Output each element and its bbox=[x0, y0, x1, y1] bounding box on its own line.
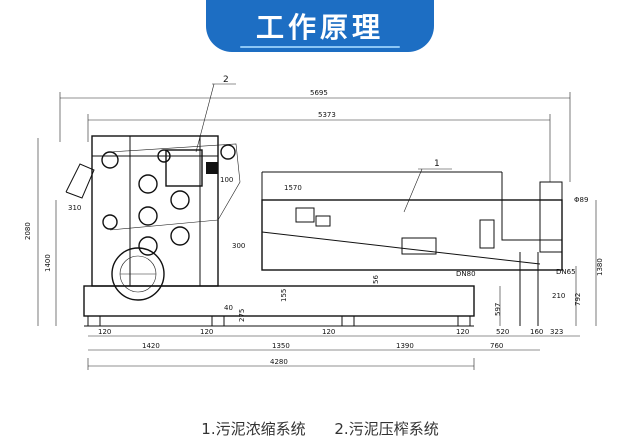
dim-dn65: DN65 bbox=[556, 268, 576, 276]
caption: 1.污泥浓缩系统 2.污泥压榨系统 bbox=[0, 418, 640, 439]
dim-1570: 1570 bbox=[284, 184, 302, 192]
dim-c2: 1350 bbox=[272, 342, 290, 350]
roller-3 bbox=[138, 206, 158, 226]
dim-b7: 323 bbox=[550, 328, 563, 336]
dim-300: 300 bbox=[232, 242, 245, 250]
roller-2 bbox=[138, 174, 158, 194]
base-frame bbox=[83, 285, 475, 317]
motor-block bbox=[206, 162, 218, 174]
dim-155: 155 bbox=[280, 289, 288, 302]
dim-b3: 120 bbox=[322, 328, 335, 336]
engineering-drawing: 5695 5373 2 1 2080 1400 310 bbox=[0, 52, 640, 400]
roller-9 bbox=[157, 149, 171, 163]
dim-c3: 1390 bbox=[396, 342, 414, 350]
dim-2080: 2080 bbox=[24, 222, 32, 240]
motor-1 bbox=[295, 207, 315, 223]
callout-2: 2 bbox=[223, 75, 229, 85]
dim-40: 40 bbox=[224, 304, 233, 312]
dim-597: 597 bbox=[494, 303, 502, 316]
gearbox bbox=[165, 149, 203, 187]
roller-1 bbox=[101, 151, 119, 169]
roller-5 bbox=[170, 190, 190, 210]
dim-b1: 120 bbox=[98, 328, 111, 336]
roller-4 bbox=[138, 236, 158, 256]
dim-56: 56 bbox=[372, 275, 380, 284]
drive-drum bbox=[111, 247, 165, 301]
callout-1: 1 bbox=[434, 159, 440, 169]
dim-5695: 5695 bbox=[310, 89, 328, 97]
caption-item-1: 1.污泥浓缩系统 bbox=[201, 420, 306, 438]
foot-3 bbox=[341, 315, 355, 327]
foot-2 bbox=[211, 315, 225, 327]
dim-dn80: DN80 bbox=[456, 270, 476, 278]
roller-7 bbox=[102, 214, 118, 230]
dim-1380: 1380 bbox=[596, 258, 604, 276]
dim-100: 100 bbox=[220, 176, 233, 184]
dim-5373: 5373 bbox=[318, 111, 336, 119]
dim-c4: 760 bbox=[490, 342, 503, 350]
leader-2 bbox=[195, 83, 215, 153]
foot-4 bbox=[457, 315, 471, 327]
leader-1 bbox=[403, 168, 423, 213]
roller-8 bbox=[220, 144, 236, 160]
foot-1 bbox=[87, 315, 101, 327]
dim-b2: 120 bbox=[200, 328, 213, 336]
page-title: 工作原理 bbox=[255, 11, 384, 44]
dim-310: 310 bbox=[68, 204, 81, 212]
dim-4280: 4280 bbox=[270, 358, 288, 366]
title-banner: 工作原理 bbox=[206, 0, 434, 52]
machine-schematic: 5695 5373 2 1 2080 1400 310 bbox=[24, 75, 604, 370]
dim-phi89: Φ89 bbox=[574, 196, 588, 204]
dim-210: 210 bbox=[552, 292, 565, 300]
feed-arm bbox=[65, 163, 95, 199]
outlet-box bbox=[501, 199, 563, 241]
dim-1400: 1400 bbox=[44, 254, 52, 272]
dim-b6: 160 bbox=[530, 328, 543, 336]
dim-c1: 1420 bbox=[142, 342, 160, 350]
press-belt bbox=[109, 143, 241, 231]
thickener-tank bbox=[261, 199, 563, 271]
piston bbox=[401, 237, 437, 255]
roller-6 bbox=[170, 226, 190, 246]
dim-792: 792 bbox=[574, 293, 582, 306]
caption-item-2: 2.污泥压榨系统 bbox=[334, 420, 439, 438]
dim-b4: 120 bbox=[456, 328, 469, 336]
dim-b5: 520 bbox=[496, 328, 509, 336]
